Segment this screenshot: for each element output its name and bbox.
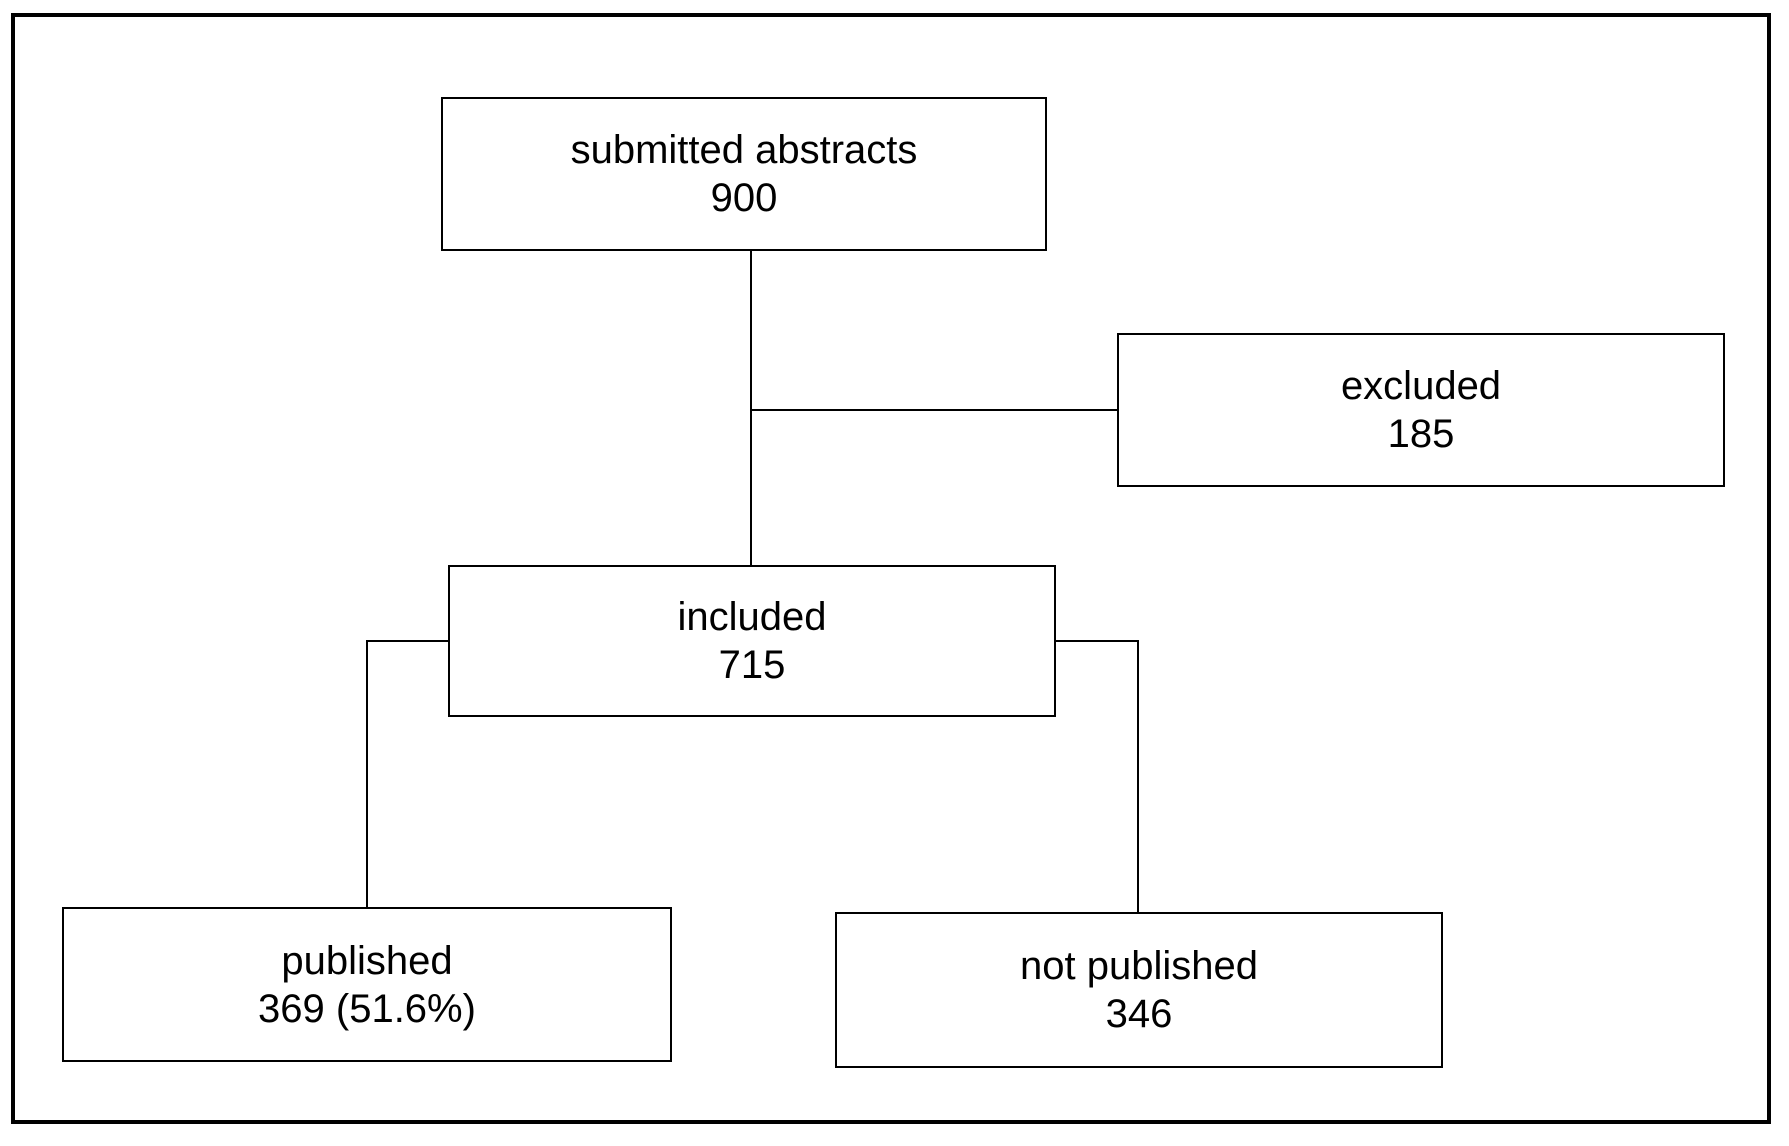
- node-submitted-abstracts: submitted abstracts 900: [441, 97, 1047, 251]
- connector-included-to-notpublished-vertical: [1137, 640, 1139, 913]
- node-published-label: published: [281, 938, 453, 983]
- node-included-value: 715: [718, 643, 786, 687]
- node-included-label: included: [677, 595, 827, 639]
- node-not-published: not published 346: [835, 912, 1443, 1068]
- connector-included-to-notpublished-horizontal: [1055, 640, 1139, 642]
- node-submitted-abstracts-label: submitted abstracts: [570, 128, 918, 172]
- connector-submitted-to-excluded: [750, 409, 1117, 411]
- connector-submitted-to-included: [750, 251, 752, 565]
- node-published: published 369 (51.6%): [62, 907, 672, 1062]
- node-not-published-value: 346: [1105, 992, 1173, 1036]
- node-submitted-abstracts-value: 900: [710, 176, 778, 220]
- node-published-value: 369 (51.6%): [258, 986, 476, 1031]
- node-excluded: excluded 185: [1117, 333, 1725, 487]
- node-not-published-label: not published: [1020, 944, 1258, 988]
- node-excluded-label: excluded: [1340, 364, 1502, 408]
- connector-included-to-published-vertical: [366, 640, 368, 908]
- node-excluded-value: 185: [1387, 412, 1455, 456]
- connector-included-to-published-horizontal: [366, 640, 450, 642]
- node-included: included 715: [448, 565, 1056, 717]
